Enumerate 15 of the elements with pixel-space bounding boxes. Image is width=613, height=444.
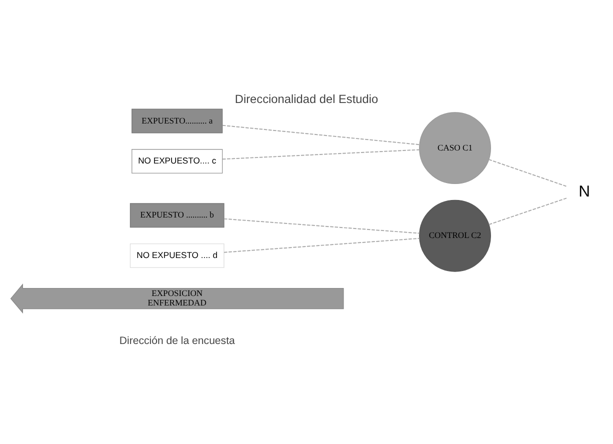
node-circle: CASO C1 (419, 112, 491, 184)
connector (488, 159, 567, 187)
connector (224, 238, 420, 253)
label: Dirección de la encuesta (119, 334, 235, 347)
node-circle: CONTROL C2 (419, 200, 491, 272)
connector (224, 218, 420, 234)
node-box: EXPUESTO .......... b (130, 203, 224, 228)
node-box: NO EXPUESTO.... c (132, 149, 223, 174)
node-text: N (578, 183, 590, 200)
connector (222, 124, 420, 146)
node-box: NO EXPUESTO .... d (130, 243, 224, 268)
diagram-title: Direccionalidad del Estudio (234, 92, 378, 106)
node-box: EXPUESTO.......... a (132, 108, 223, 134)
connector (488, 198, 567, 226)
connector (222, 149, 420, 160)
